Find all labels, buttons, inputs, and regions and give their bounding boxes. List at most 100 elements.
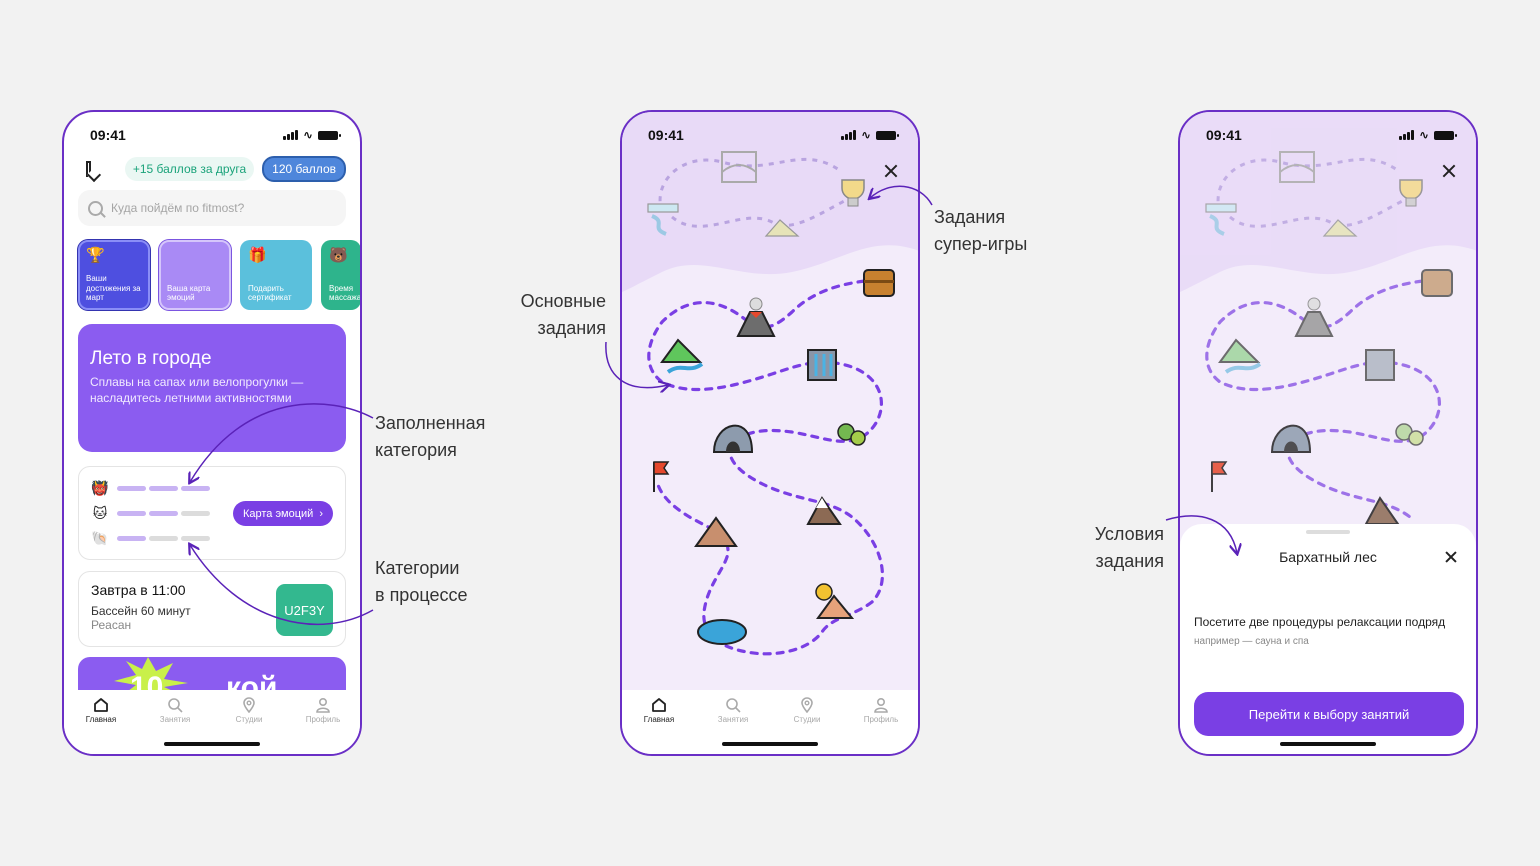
forest-icon (837, 423, 866, 446)
tab-classes[interactable]: Занятия (150, 697, 200, 724)
emotion-map-button-label: Карта эмоций (242, 507, 314, 520)
tab-label: Занятия (717, 714, 749, 724)
story-label: Ваши достижения за март (86, 274, 141, 303)
tab-label: Профиль (863, 714, 899, 724)
home-icon (94, 697, 108, 712)
wifi-icon: ∿ (302, 128, 313, 142)
stories-row: 🏆 Ваши достижения за март Ваша карта эмо… (78, 240, 362, 310)
choose-classes-button[interactable]: Перейти к выбору занятий (1194, 692, 1464, 736)
tab-home[interactable]: Главная (76, 697, 126, 724)
home-indicator (164, 742, 260, 746)
svg-text:кой: кой (226, 671, 277, 691)
home-indicator (722, 742, 818, 746)
mountain-river-icon (660, 338, 704, 374)
status-bar: 09:41 ∿ (648, 126, 899, 144)
bridge-icon (1279, 151, 1315, 183)
signal-icon (840, 130, 856, 140)
hills-icon (1322, 219, 1358, 237)
waterfall-icon (1365, 349, 1395, 381)
tab-home[interactable]: Главная (634, 697, 684, 724)
banner-text: Сплавы на сапах или велопрогулки — насла… (90, 375, 304, 405)
tab-profile[interactable]: Профиль (856, 697, 906, 724)
booking-time: Завтра в 11:00 (91, 582, 186, 598)
story-label: Ваша карта эмоций (167, 283, 211, 303)
task-bottom-sheet: Бархатный лес Посетите две процедуры рел… (1180, 524, 1476, 754)
home-icon (652, 697, 666, 712)
search-input[interactable]: Куда пойдём по fitmost? (78, 190, 346, 226)
annotation-filled-category: Заполненная категория (375, 413, 486, 460)
map-screen-phone: 09:41 ∿ Главная Занятия Студии Профиль (620, 110, 920, 756)
search-icon (168, 697, 183, 713)
cat-icon: 🐱 (92, 505, 108, 521)
annotation-super-tasks: Задания супер-игры (934, 207, 1028, 254)
waterfall-icon (807, 349, 837, 381)
peaks-icon (806, 496, 842, 525)
task-sheet-phone: 09:41 ∿ Бархатный лес Посетите две проце… (1178, 110, 1478, 756)
status-bar: 09:41 ∿ (90, 126, 341, 144)
tab-label: Главная (85, 714, 117, 724)
lake-icon (697, 619, 747, 645)
signal-icon (282, 130, 298, 140)
close-icon[interactable] (1440, 162, 1458, 180)
flag-icon (653, 461, 670, 492)
volcano-icon (736, 297, 776, 337)
story-label: Время массажа (329, 283, 362, 303)
status-bar: 09:41 ∿ (1206, 126, 1457, 144)
story-gift-certificate[interactable]: 🎁 Подарить сертификат (240, 240, 312, 310)
points-balance-pill[interactable]: 120 баллов (262, 156, 346, 182)
tab-studios[interactable]: Студии (782, 696, 832, 724)
task-title: Бархатный лес (1279, 549, 1377, 565)
referral-promo-pill[interactable]: +15 баллов за друга (124, 157, 255, 181)
story-emotion-map[interactable]: Ваша карта эмоций (159, 240, 231, 310)
emotion-map-card[interactable]: 👹 🐱 🐚 Карта эмоций › (78, 466, 346, 560)
story-label: Подарить сертификат (248, 283, 292, 303)
sheet-drag-handle[interactable] (1306, 530, 1350, 534)
sheet-close-icon[interactable] (1444, 550, 1458, 564)
booking-code[interactable]: U2F3Y (276, 584, 333, 636)
flag-icon (1211, 461, 1228, 492)
shell-icon: 🐚 (91, 530, 109, 546)
status-time: 09:41 (1206, 127, 1242, 143)
story-massage[interactable]: 🐻 Время массажа (321, 240, 362, 310)
tab-bar: Главная Занятия Студии Профиль (622, 690, 918, 730)
river-icon (1205, 203, 1237, 236)
wifi-icon: ∿ (1418, 128, 1429, 142)
annotation-in-progress: Категории в процессе (375, 558, 468, 605)
tab-bar: Главная Занятия Студии Профиль (64, 690, 360, 730)
emotion-map-button[interactable]: Карта эмоций › (232, 501, 333, 526)
tab-profile[interactable]: Профиль (298, 697, 348, 724)
battery-icon (1434, 130, 1457, 140)
trophy-icon (1399, 179, 1423, 207)
close-icon[interactable] (882, 162, 900, 180)
forest-icon (1395, 423, 1424, 446)
river-icon (647, 203, 679, 236)
tab-label: Занятия (159, 714, 191, 724)
bookmark-icon[interactable] (86, 161, 91, 177)
tab-label: Студии (235, 714, 263, 724)
gift-icon: 🎁 (248, 247, 267, 264)
tab-classes[interactable]: Занятия (708, 697, 758, 724)
battery-icon (318, 130, 341, 140)
profile-icon (316, 697, 330, 713)
promo-strip-banner[interactable]: 10 кой (78, 657, 346, 691)
task-hint: например — сауна и спа (1194, 636, 1309, 647)
annotation-main-tasks: Основные задания (520, 291, 606, 338)
task-description: Посетите две процедуры релаксации подряд (1194, 615, 1446, 629)
banner-title: Лето в городе (90, 348, 212, 369)
booking-card[interactable]: Завтра в 11:00 Бассейн 60 минут Реасан U… (78, 571, 346, 647)
trophy-icon: 🏆 (86, 247, 105, 264)
bear-icon: 🐻 (329, 247, 348, 264)
tab-studios[interactable]: Студии (224, 696, 274, 724)
progress-segments (117, 511, 210, 516)
treasure-chest-icon (863, 269, 895, 297)
home-screen-phone: 09:41 ∿ +15 баллов за друга 120 баллов К… (62, 110, 362, 756)
location-pin-icon (243, 696, 255, 713)
summer-banner[interactable]: Лето в городе Сплавы на сапах или велопр… (78, 324, 346, 452)
status-time: 09:41 (90, 127, 126, 143)
bridge-icon (721, 151, 757, 183)
story-achievements[interactable]: 🏆 Ваши достижения за март (78, 240, 150, 310)
summit-flag-icon (694, 516, 738, 547)
trophy-icon (841, 179, 865, 207)
mountain-river-icon (1218, 338, 1262, 374)
cave-icon (712, 424, 754, 453)
